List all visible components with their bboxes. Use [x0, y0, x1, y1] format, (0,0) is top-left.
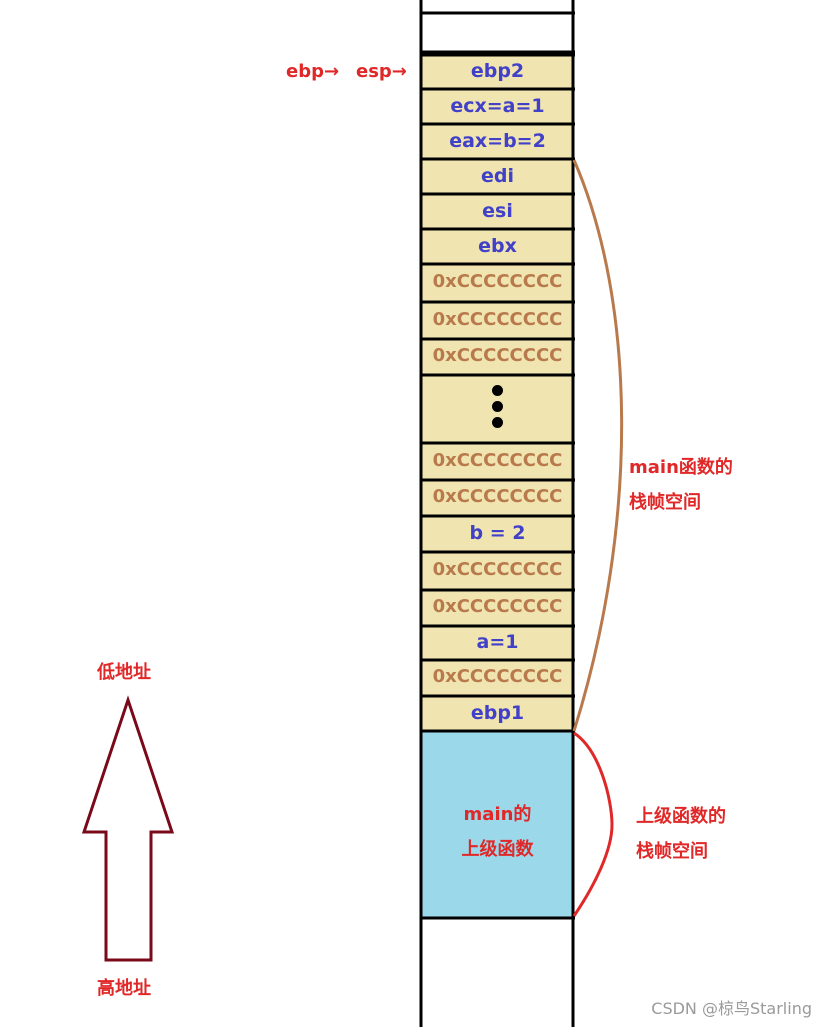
stack-cell-label: esi — [482, 199, 513, 222]
caller-block-line2: 上级函数 — [461, 839, 534, 860]
stack-cell — [421, 339, 573, 375]
stack-cell — [421, 159, 573, 194]
main-frame-label-line1: main函数的 — [629, 457, 733, 478]
ebp-pointer-label: ebp→ — [286, 61, 340, 82]
main-frame-brace — [572, 159, 624, 732]
stack-cell — [421, 516, 573, 552]
caller-frame-brace — [572, 731, 614, 917]
stack-cell — [421, 626, 573, 660]
caller-frame-label-line2: 栈帧空间 — [636, 841, 708, 862]
stack-cell — [421, 124, 573, 159]
stack-cell-label: eax=b=2 — [449, 129, 546, 152]
stack-cell — [421, 590, 573, 626]
high-address-label: 高地址 — [97, 978, 151, 999]
stack-cell-label: 0xCCCCCCCC — [432, 486, 563, 507]
stack-cell — [421, 229, 573, 264]
stack-cell — [421, 696, 573, 731]
watermark: CSDN @椋鸟Starling — [651, 999, 812, 1018]
stack-cell-label: ebx — [478, 234, 517, 257]
stack-cell-label: ecx=a=1 — [450, 94, 545, 117]
caller-block-line1: main的 — [463, 804, 532, 825]
stack-cell-label: 0xCCCCCCCC — [432, 345, 563, 366]
stack-cell-label: 0xCCCCCCCC — [432, 449, 563, 471]
stack-cell-label: 0xCCCCCCCC — [432, 559, 563, 580]
stack-cell-label: 0xCCCCCCCC — [432, 596, 563, 617]
stack-cell — [421, 480, 573, 516]
stack-cell — [421, 89, 573, 124]
low-address-label: 低地址 — [97, 662, 151, 683]
caller-frame-label-line1: 上级函数的 — [636, 806, 726, 827]
esp-pointer-label: esp→ — [356, 61, 407, 82]
stack-cell — [421, 660, 573, 696]
stack-cell — [421, 552, 573, 590]
stack-cell — [421, 194, 573, 229]
stack-cell-label: b = 2 — [469, 522, 526, 544]
stack-cell — [421, 264, 573, 302]
caller-frame-block — [421, 731, 573, 918]
stack-cell-label: ebp2 — [470, 60, 525, 82]
address-direction-arrow — [81, 695, 175, 962]
stack-cell-label: 0xCCCCCCCC — [432, 666, 563, 687]
stack-cells — [420, 53, 575, 731]
vertical-ellipsis-icon — [492, 385, 504, 433]
stack-cell — [421, 443, 573, 480]
empty-slots-top — [420, 11, 575, 54]
stack-cell — [421, 55, 573, 89]
stack-cell-label: 0xCCCCCCCC — [432, 271, 563, 292]
main-frame-label-line2: 栈帧空间 — [629, 492, 701, 513]
stack-cell — [421, 302, 573, 339]
stack-cell-label: ebp1 — [470, 701, 525, 724]
stack-cell-label: a=1 — [476, 631, 519, 653]
stack-cell-label: edi — [481, 164, 514, 187]
stack-cell-label: 0xCCCCCCCC — [432, 308, 563, 330]
